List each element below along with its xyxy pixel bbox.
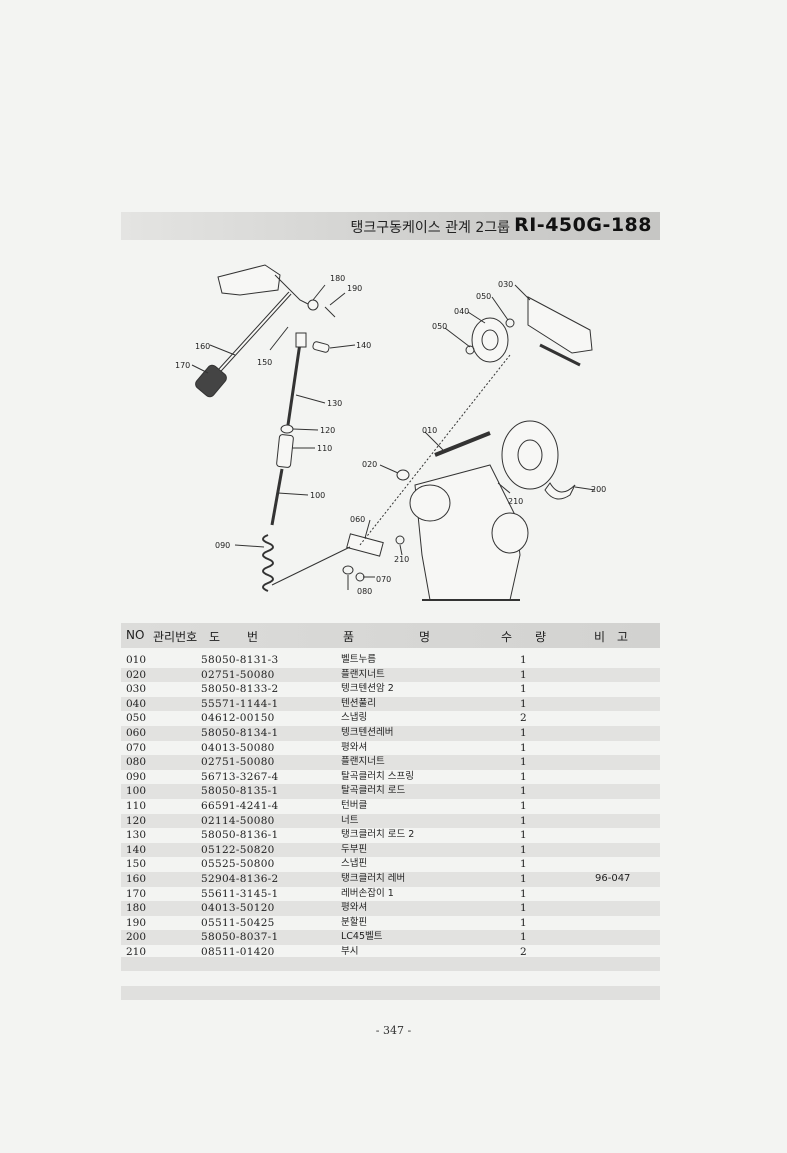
callout-030: 030 [498,280,513,289]
callout-210b: 210 [394,555,409,564]
callout-130: 130 [327,399,342,408]
callout-080: 080 [357,587,372,596]
callout-040: 040 [454,307,469,316]
col-mgmt: 관리번호 [153,630,198,644]
callout-110: 110 [317,444,332,453]
blank-row [121,957,660,971]
callout-160: 160 [195,342,210,351]
callout-050b: 050 [432,322,447,331]
col-remarks-2: 고 [617,630,629,644]
callout-150: 150 [257,358,272,367]
callout-210a: 210 [508,497,523,506]
col-qty: 수 [501,630,513,644]
col-name-2: 명 [419,630,431,644]
callout-050a: 050 [476,292,491,301]
callout-020: 020 [362,460,377,469]
callout-180: 180 [330,274,345,283]
col-drawing: 도 [209,630,221,644]
col-qty-2: 량 [535,630,547,644]
callout-190: 190 [347,284,362,293]
table-header: NO 관리번호 도 번 품 명 수 량 비 고 [121,623,660,648]
title-bar: 탱크구동케이스 관계 2그룹 RI-450G-188 [121,212,660,240]
callout-010: 010 [422,426,437,435]
callout-090: 090 [215,541,230,550]
callout-200: 200 [591,485,606,494]
callout-140: 140 [356,341,371,350]
callout-170: 170 [175,361,190,370]
callout-100: 100 [310,491,325,500]
callout-120: 120 [320,426,335,435]
page-number: - 347 - [375,1024,412,1037]
col-drawing-2: 번 [247,630,259,644]
col-no: NO [126,628,145,642]
callout-060: 060 [350,515,365,524]
exploded-parts-diagram: 180 190 160 170 150 140 130 120 110 100 … [175,264,606,601]
col-remarks: 비 [594,630,606,644]
section-title: 탱크구동케이스 관계 2그룹 [350,220,511,236]
blank-row [121,986,660,1000]
callout-070: 070 [376,575,391,584]
model-number: RI-450G-188 [514,214,652,236]
col-name: 품 [343,630,355,644]
